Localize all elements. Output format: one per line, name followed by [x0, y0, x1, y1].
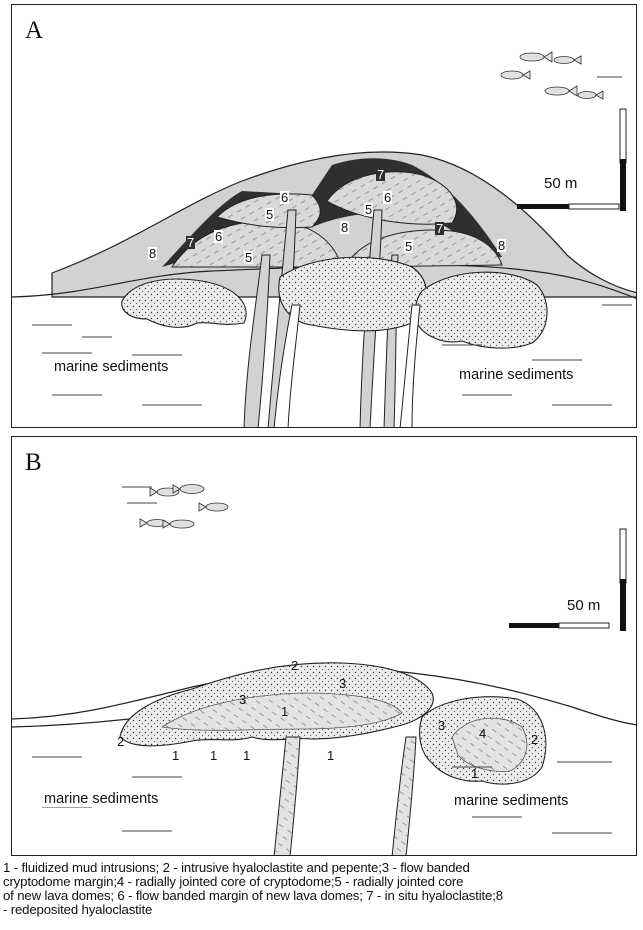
- scale-bar-horizontal-black: [517, 204, 569, 209]
- label-number: 8: [148, 247, 157, 260]
- label-number: 1: [280, 705, 289, 718]
- sediment-label-right: marine sediments: [457, 367, 575, 383]
- scale-bar-vertical-white: [620, 529, 626, 583]
- label-number: 1: [470, 767, 479, 780]
- label-number: 4: [478, 727, 487, 740]
- legend-line: - redeposited hyaloclastite: [3, 903, 643, 917]
- label-number: 6: [280, 191, 289, 204]
- scale-bar-horizontal-black: [509, 623, 559, 628]
- label-number: 8: [497, 239, 506, 252]
- panel-a: A 50 m marine sediments marine sediments…: [11, 4, 637, 428]
- sediment-label-left: marine sediments: [42, 791, 160, 807]
- legend-line: of new lava domes; 6 - flow banded margi…: [3, 889, 643, 903]
- label-number: 7: [186, 236, 195, 249]
- label-number: 8: [340, 221, 349, 234]
- sediment-label-left: marine sediments: [52, 359, 170, 375]
- feeder-dyke-1: [274, 737, 300, 856]
- label-number: 1: [209, 749, 218, 762]
- fish-icon: [501, 52, 603, 99]
- legend-line: 1 - fluidized mud intrusions; 2 - intrus…: [3, 861, 643, 875]
- label-number: 3: [437, 719, 446, 732]
- scale-bar-horizontal-white: [559, 623, 609, 628]
- label-number: 3: [338, 677, 347, 690]
- panel-letter: A: [25, 17, 43, 45]
- label-number: 1: [326, 749, 335, 762]
- label-number: 3: [238, 693, 247, 706]
- label-number: 7: [435, 222, 444, 235]
- sediment-dashes: [32, 487, 612, 833]
- label-number: 5: [265, 208, 274, 221]
- feeder-dyke-2: [392, 737, 416, 856]
- scale-bar-vertical-black: [620, 579, 626, 631]
- label-number: 2: [290, 659, 299, 672]
- cryptodome-right: [415, 272, 547, 348]
- label-number: 1: [171, 749, 180, 762]
- label-number: 6: [383, 191, 392, 204]
- label-number: 6: [214, 230, 223, 243]
- label-number: 5: [244, 251, 253, 264]
- sediment-label-right: marine sediments: [452, 793, 570, 809]
- label-number: 2: [530, 733, 539, 746]
- scale-label: 50 m: [544, 175, 577, 192]
- panel-b: B 50 m marine sediments marine sediments…: [11, 436, 637, 856]
- label-number: 2: [116, 735, 125, 748]
- legend-line: cryptodome margin;4 - radially jointed c…: [3, 875, 643, 889]
- scale-bar-horizontal-white: [569, 204, 619, 209]
- fish-icon: [140, 485, 228, 529]
- label-number: 1: [242, 749, 251, 762]
- legend-caption: 1 - fluidized mud intrusions; 2 - intrus…: [3, 861, 643, 917]
- cryptodome-center: [279, 257, 426, 331]
- scale-bar-vertical-white: [620, 109, 626, 163]
- scale-bar-vertical-black: [620, 159, 626, 211]
- label-number: 5: [404, 240, 413, 253]
- scale-label: 50 m: [567, 597, 600, 614]
- label-number: 5: [364, 203, 373, 216]
- panel-letter: B: [25, 449, 42, 477]
- label-number: 7: [376, 168, 385, 181]
